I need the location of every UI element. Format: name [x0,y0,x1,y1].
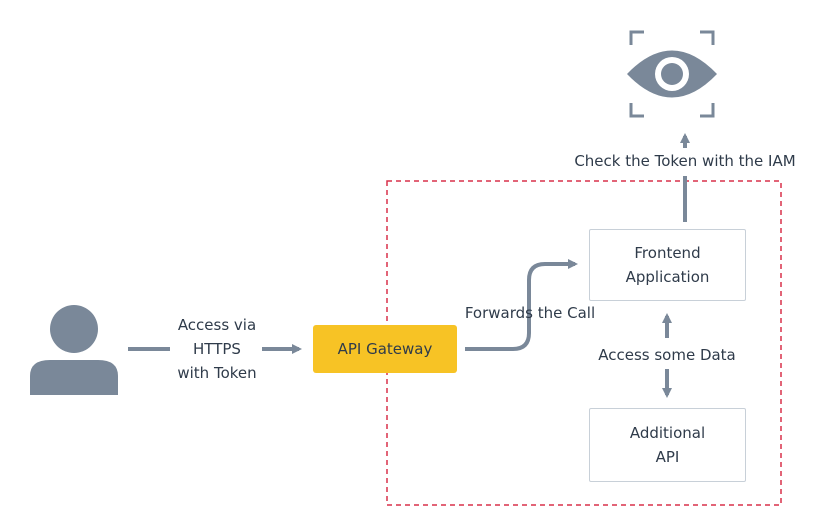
frontend-application-label: Frontend Application [625,244,710,286]
additional-api-node: Additional API [589,408,746,482]
arrow-gateway-to-frontend [465,259,578,351]
eye-icon [627,30,717,118]
label-access-some-data: Access some Data [598,346,736,364]
frontend-application-node: Frontend Application [589,229,746,301]
user-icon [30,305,118,395]
api-gateway-label: API Gateway [337,340,433,358]
label-access-via-https: Access via HTTPS with Token [177,316,257,382]
additional-api-label: Additional API [629,424,706,466]
api-gateway-node: API Gateway [313,325,457,373]
label-forwards-the-call: Forwards the Call [464,304,596,322]
label-check-token: Check the Token with the IAM [574,152,796,170]
